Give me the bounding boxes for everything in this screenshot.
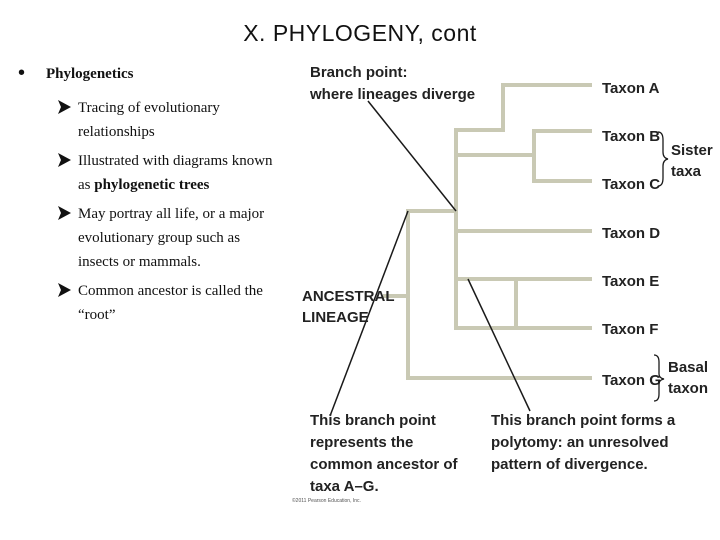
taxon-label: Taxon E bbox=[602, 273, 659, 290]
branch-g bbox=[406, 209, 592, 380]
root-note-pointer bbox=[329, 210, 409, 417]
bullet-dot: • bbox=[18, 62, 26, 84]
taxon-labels: Taxon A Taxon B Taxon C Taxon D Taxon E … bbox=[602, 80, 661, 389]
polytomy-annotation: This branch point forms a polytomy: an u… bbox=[491, 412, 679, 473]
sub-bullet-text: Illustrated with diagrams known as bbox=[78, 153, 273, 193]
sister-taxa-label: Sister taxa bbox=[671, 142, 715, 180]
copyright-notice: ©2011 Pearson Education, Inc. bbox=[292, 497, 361, 504]
sub-bullet-text: Tracing of evolutionary relationships bbox=[78, 100, 220, 140]
branch-bc bbox=[454, 128, 592, 183]
taxon-label: Taxon C bbox=[602, 176, 660, 193]
arrow-bullet-icon bbox=[58, 153, 71, 167]
sub-bullet-item: Illustrated with diagrams known as phylo… bbox=[56, 149, 278, 197]
slide-title: X. PHYLOGENY, cont bbox=[243, 20, 477, 46]
taxon-label: Taxon D bbox=[602, 225, 660, 242]
polytomy-branch bbox=[454, 128, 592, 281]
sub-bullet-text: Common ancestor is called the “root” bbox=[78, 283, 263, 323]
pointer-lines bbox=[329, 100, 531, 417]
sub-bullet-item: Common ancestor is called the “root” bbox=[56, 279, 278, 327]
root-branch bbox=[383, 83, 592, 298]
sister-taxa-brace bbox=[657, 131, 669, 187]
branch-point-pointer bbox=[367, 100, 457, 212]
arrow-bullet-icon bbox=[58, 206, 71, 220]
taxon-label: Taxon G bbox=[602, 372, 661, 389]
sub-bullet-text: May portray all life, or a major evoluti… bbox=[78, 206, 265, 270]
basal-taxon-label: Basal taxon bbox=[668, 359, 712, 397]
tree-branches bbox=[383, 83, 592, 380]
arrow-bullet-icon bbox=[58, 100, 71, 114]
phylogenetic-tree-diagram: Branch point: where lineages diverge ANC… bbox=[292, 64, 715, 504]
polytomy-note-pointer bbox=[467, 278, 531, 412]
root-annotation: This branch point represents the common … bbox=[310, 412, 462, 495]
sub-bullet-list: Tracing of evolutionary relationships Il… bbox=[56, 96, 278, 332]
basal-taxon-brace bbox=[653, 354, 665, 402]
taxon-label: Taxon A bbox=[602, 80, 660, 97]
taxon-label: Taxon B bbox=[602, 128, 660, 145]
bullet-label: Phylogenetics bbox=[46, 66, 134, 82]
sub-bullet-item: Tracing of evolutionary relationships bbox=[56, 96, 278, 144]
arrow-bullet-icon bbox=[58, 283, 71, 297]
sub-bullet-item: May portray all life, or a major evoluti… bbox=[56, 202, 278, 274]
branch-point-label: Branch point: where lineages diverge bbox=[309, 64, 475, 103]
sub-bullet-bold-text: phylogenetic trees bbox=[94, 177, 210, 193]
branch-ef bbox=[454, 277, 592, 330]
taxon-label: Taxon F bbox=[602, 321, 658, 338]
ancestral-lineage-label: ANCESTRAL LINEAGE bbox=[302, 288, 398, 326]
